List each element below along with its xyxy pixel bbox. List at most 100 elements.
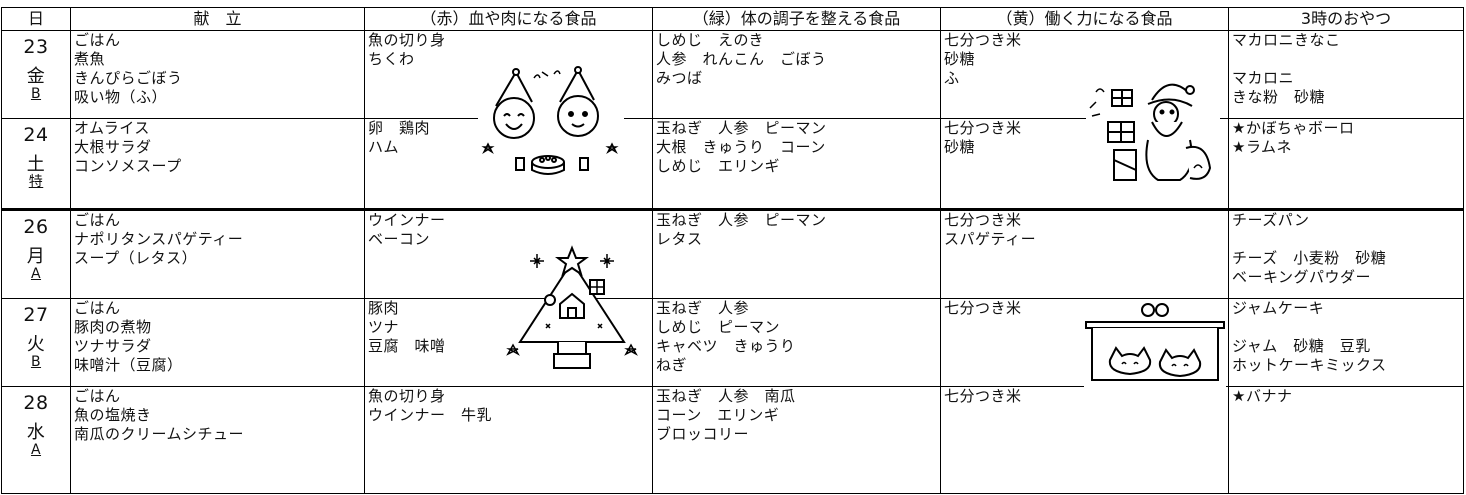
menu-type: 特 (28, 174, 44, 190)
day-number: 23 (23, 36, 49, 58)
snack-item: きな粉 砂糖 (1232, 88, 1326, 106)
food-item: ふ (944, 69, 960, 87)
header-row: 日 献 立 （赤）血や肉になる食品 （緑）体の調子を整える食品 （黄）働く力にな… (1, 7, 1464, 31)
menu-item: コンソメスープ (74, 157, 182, 175)
day-cell: 27 火 B (1, 298, 71, 387)
snack-cell: ★かぼちゃボーロ ★ラムネ (1228, 118, 1464, 211)
food-item: しめじ えのき (656, 31, 765, 50)
day-row: 28 水 A ごはん 魚の塩焼き 南瓜のクリームシチュー 魚の切り身 ウインナー… (1, 386, 1464, 494)
day-cell: 23 金 B (1, 30, 71, 119)
day-row: 24 土 特 オムライス 大根サラダ コンソメスープ 卵 鶏肉 ハム 玉ねぎ 人… (1, 118, 1464, 211)
menu-item: 豚肉の煮物 (74, 318, 152, 336)
snack-item: ★ラムネ (1232, 138, 1292, 156)
menu-item: 魚の塩焼き (74, 406, 152, 424)
food-item: 砂糖 (944, 138, 976, 156)
food-item: レタス (656, 230, 703, 248)
snack-item: ジャム 砂糖 豆乳 (1232, 337, 1371, 355)
green-foods-cell: 玉ねぎ 人参 しめじ ピーマン キャベツ きゅうり ねぎ (652, 298, 941, 387)
snack-item: チーズ 小麦粉 砂糖 (1232, 249, 1387, 267)
food-item: 豆腐 味噌 (368, 337, 446, 355)
yellow-foods-cell: 七分つき米 スパゲティー (940, 209, 1229, 299)
food-item: しめじ ピーマン (656, 318, 781, 336)
snack-item: マカロニ (1232, 69, 1295, 87)
menu-cell: ごはん 煮魚 きんぴらごぼう 吸い物（ふ） (70, 30, 365, 119)
header-green-foods: （緑）体の調子を整える食品 (652, 7, 941, 31)
menu-type: A (30, 266, 42, 282)
menu-cell: ごはん 豚肉の煮物 ツナサラダ 味噌汁（豆腐） (70, 298, 365, 387)
menu-item: ごはん (74, 211, 121, 229)
food-item: ツナ (368, 318, 400, 336)
menu-item: オムライス (74, 119, 150, 138)
food-item: 七分つき米 (944, 211, 1022, 229)
menu-item: ごはん (74, 31, 121, 50)
day-row: 26 月 A ごはん ナポリタンスパゲティー スープ（レタス） ウインナー ベー… (1, 209, 1464, 299)
yellow-foods-cell: 七分つき米 砂糖 ふ (940, 30, 1229, 119)
menu-item: 吸い物（ふ） (74, 88, 168, 106)
weekday: 土 (26, 154, 46, 175)
snack-cell: チーズパン チーズ 小麦粉 砂糖 ベーキングパウダー (1228, 209, 1464, 299)
food-item: 砂糖 (944, 50, 976, 68)
food-item: ブロッコリー (656, 425, 750, 443)
weekday: 月 (26, 246, 46, 267)
day-number: 26 (23, 216, 49, 238)
weekday: 金 (26, 66, 46, 87)
yellow-foods-cell: 七分つき米 砂糖 (940, 118, 1229, 211)
snack-item: ホットケーキミックス (1232, 356, 1387, 374)
snack-item: ★バナナ (1232, 387, 1293, 406)
food-item: 玉ねぎ 人参 ピーマン (656, 119, 827, 138)
header-snack: 3時のおやつ (1228, 7, 1464, 31)
snack-cell: ★バナナ (1228, 386, 1464, 494)
food-item: 七分つき米 (944, 31, 1022, 50)
menu-item: ごはん (74, 387, 121, 406)
food-item: 人参 れんこん ごぼう (656, 50, 827, 68)
header-day: 日 (1, 7, 71, 31)
yellow-foods-cell: 七分つき米 (940, 386, 1229, 494)
green-foods-cell: しめじ えのき 人参 れんこん ごぼう みつば (652, 30, 941, 119)
menu-item: 南瓜のクリームシチュー (74, 425, 245, 443)
food-item: 七分つき米 (944, 299, 1022, 318)
food-item: コーン エリンギ (656, 406, 780, 424)
food-item: ハム (368, 138, 400, 156)
food-item: 魚の切り身 (368, 387, 446, 406)
menu-item: 大根サラダ (74, 138, 152, 156)
food-item: 玉ねぎ 人参 (656, 299, 750, 318)
day-number: 24 (23, 124, 49, 146)
green-foods-cell: 玉ねぎ 人参 ピーマン 大根 きゅうり コーン しめじ エリンギ (652, 118, 941, 211)
menu-type: B (30, 354, 42, 370)
snack-item (1232, 318, 1463, 337)
menu-type: A (30, 442, 42, 458)
menu-item: ごはん (74, 299, 121, 318)
menu-cell: ごはん 魚の塩焼き 南瓜のクリームシチュー (70, 386, 365, 494)
red-foods-cell: 魚の切り身 ウインナー 牛乳 (364, 386, 653, 494)
menu-item: 味噌汁（豆腐） (74, 356, 183, 374)
snack-item: チーズパン (1232, 211, 1310, 229)
green-foods-cell: 玉ねぎ 人参 ピーマン レタス (652, 209, 941, 299)
food-item: 玉ねぎ 人参 ピーマン (656, 211, 827, 229)
food-item: 七分つき米 (944, 119, 1022, 138)
snack-cell: ジャムケーキ ジャム 砂糖 豆乳 ホットケーキミックス (1228, 298, 1464, 387)
menu-item: 煮魚 (74, 50, 106, 68)
menu-item: ツナサラダ (74, 337, 152, 355)
day-number: 28 (23, 392, 49, 414)
food-item: ねぎ (656, 356, 688, 374)
snack-item: ベーキングパウダー (1232, 268, 1372, 286)
day-cell: 28 水 A (1, 386, 71, 494)
snack-item: ★かぼちゃボーロ (1232, 119, 1355, 138)
food-item: キャベツ きゅうり (656, 337, 796, 355)
menu-cell: ごはん ナポリタンスパゲティー スープ（レタス） (70, 209, 365, 299)
red-foods-cell: ウインナー ベーコン (364, 209, 653, 299)
header-yellow-foods: （黄）働く力になる食品 (940, 7, 1229, 31)
food-item: ベーコン (368, 230, 431, 248)
food-item: しめじ エリンギ (656, 157, 781, 175)
menu-cell: オムライス 大根サラダ コンソメスープ (70, 118, 365, 211)
green-foods-cell: 玉ねぎ 人参 南瓜 コーン エリンギ ブロッコリー (652, 386, 941, 494)
header-menu: 献 立 (70, 7, 365, 31)
menu-item: スープ（レタス） (74, 249, 198, 267)
food-item: ウインナー 牛乳 (368, 406, 493, 424)
day-row: 23 金 B ごはん 煮魚 きんぴらごぼう 吸い物（ふ） 魚の切り身 ちくわ し… (1, 30, 1464, 119)
menu-item: ナポリタンスパゲティー (74, 230, 244, 248)
red-foods-cell: 魚の切り身 ちくわ (364, 30, 653, 119)
snack-item: ジャムケーキ (1232, 299, 1325, 318)
weekday: 火 (26, 334, 46, 355)
day-number: 27 (23, 304, 49, 326)
